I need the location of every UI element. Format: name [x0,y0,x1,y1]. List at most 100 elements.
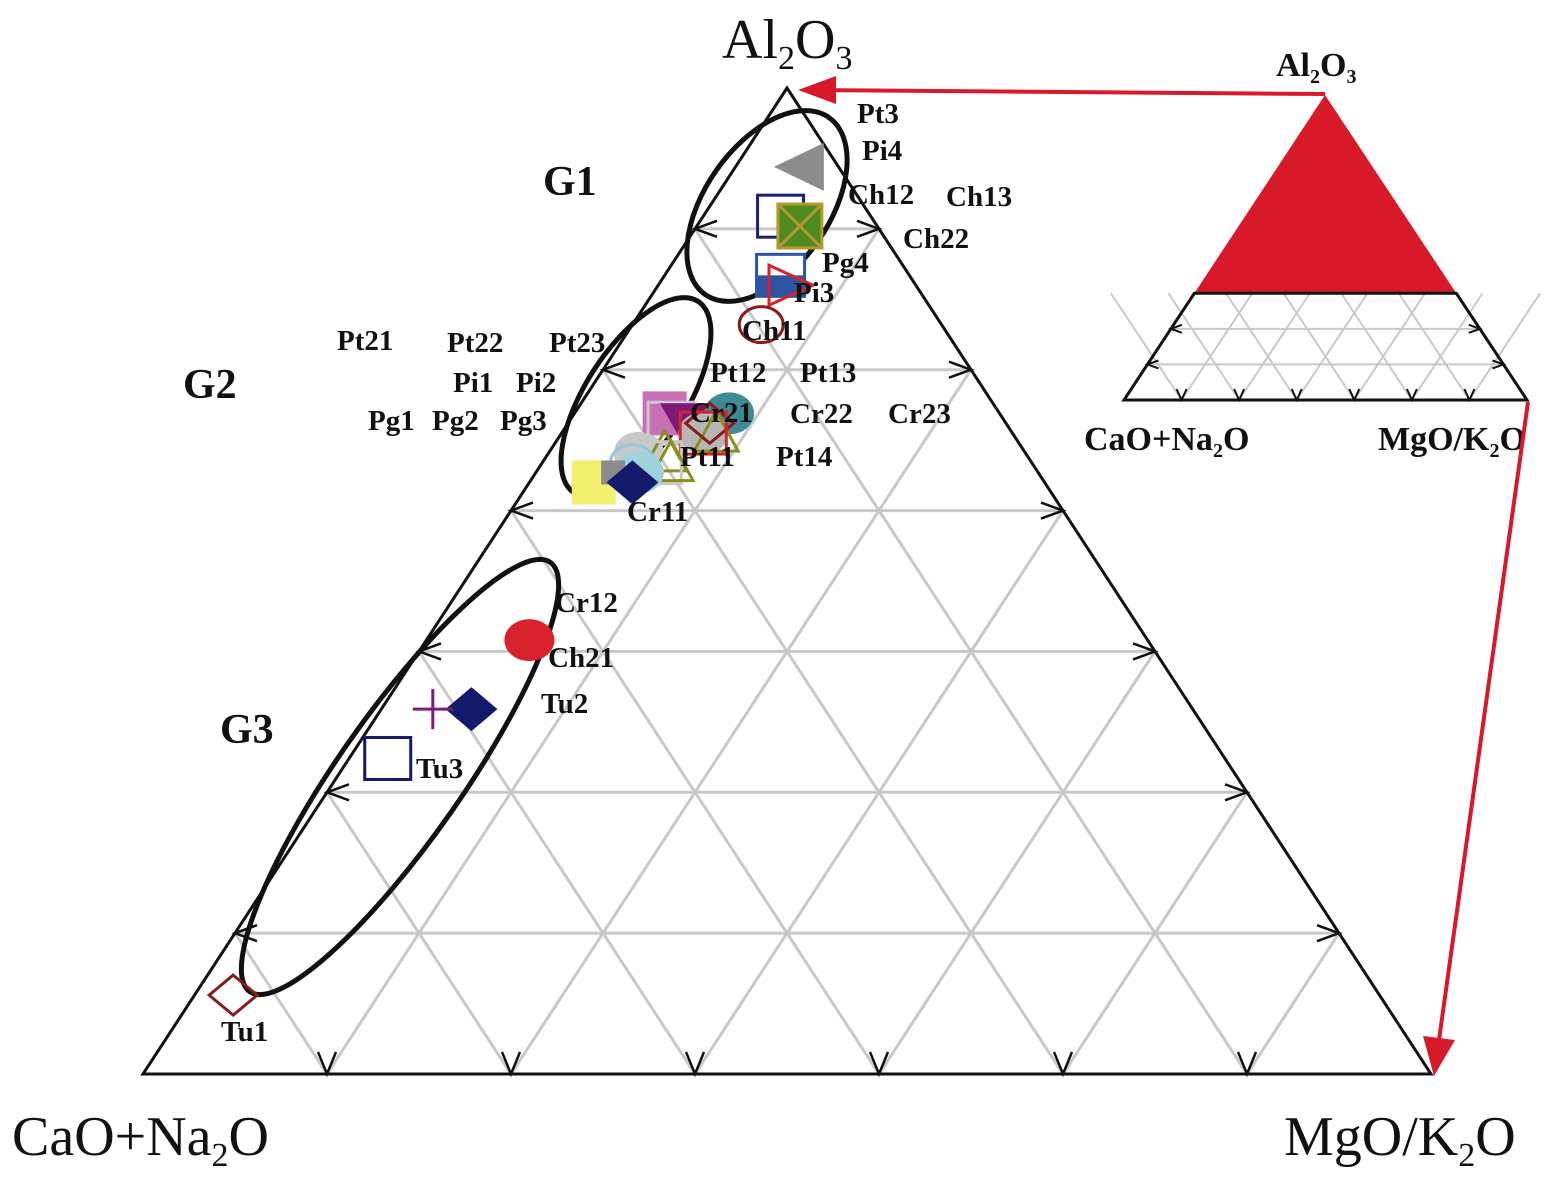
label-pi4: Pi4 [862,135,902,167]
marker-tu3 [363,735,413,781]
grid-line-l [1245,932,1341,1075]
label-pg2: Pg2 [432,405,479,437]
tick-bottom [868,1051,890,1078]
grid-line-l [877,650,1157,1075]
inset-grid-line [1282,292,1356,401]
label-pi1: Pi1 [453,367,493,399]
label-cr22: Cr22 [790,398,853,430]
inset-tick [1290,388,1303,403]
label-pt11: Pt11 [680,441,735,473]
inset-tick [1175,388,1188,403]
ternary-grid [233,227,1341,1075]
label-pi2: Pi2 [516,367,556,399]
label-tu3: Tu3 [416,753,463,785]
tick-right [856,219,883,239]
tick-bottom [1236,1051,1258,1078]
tick-right [1132,642,1159,661]
group-label-g3: G3 [220,707,274,753]
inset-label-top: Al2O3 [1276,47,1356,88]
group-label-g2: G2 [183,362,237,408]
inset-grid-line [1397,292,1471,401]
data-markers [206,142,824,1018]
label-pt12: Pt12 [710,357,766,389]
tick-left [507,501,534,520]
marker-pi3 [737,305,785,345]
marker-ch13 [776,202,824,250]
label-cr21: Cr21 [690,397,753,429]
grid-line-r [601,368,1065,1075]
inset-grid-line [1167,292,1240,401]
label-pt21: Pt21 [337,325,393,357]
inset-outline [1121,291,1530,402]
label-ch22: Ch22 [903,223,969,255]
inset-tick [1468,323,1483,334]
inset-tick [1463,388,1476,403]
marker-cr22 [646,437,696,483]
axis-label-right: MgO/K2O [1284,1106,1516,1174]
grid-line-l [509,368,973,1075]
inset-grid-line [1180,292,1254,401]
inset-tick [1233,388,1246,403]
label-pt23: Pt23 [549,327,605,359]
tick-left [599,360,626,379]
label-pt13: Pt13 [800,357,856,389]
inset-tick [1167,323,1183,334]
triangle-outline [140,85,1434,1076]
group-ellipse-g3 [238,556,562,998]
label-pg4: Pg4 [822,247,869,279]
label-ch21: Ch21 [548,642,614,674]
label-cr11: Cr11 [627,496,688,528]
label-pt3: Pt3 [857,98,899,130]
inset-label-right: MgO/K2O [1378,421,1526,462]
inset-grid-line [1468,292,1541,401]
inset-highlight-region [1194,95,1457,294]
inset-grid-line [1411,292,1484,401]
label-ch11: Ch11 [742,315,806,347]
marker-pt13 [678,410,728,456]
inset-tick [1405,388,1418,403]
label-cr23: Cr23 [888,398,951,430]
tick-right [1316,923,1343,943]
inset-label-left: CaO+Na2O [1084,421,1249,462]
marker-cr12 [504,619,555,662]
tick-right [1040,501,1067,520]
tick-bottom [316,1051,338,1078]
marker-pg4 [767,262,817,308]
label-pg3: Pg3 [500,405,547,437]
tick-right [948,360,975,379]
marker-ch21 [445,687,498,732]
marker-cr11 [606,460,659,505]
grid-line-r [233,932,329,1075]
label-pg1: Pg1 [368,405,415,437]
label-pt14: Pt14 [776,441,832,473]
inset-grid-line [1110,292,1183,401]
arrow-to-top [805,88,1326,96]
inset-grid-line [1340,292,1413,401]
ternary-outline [140,85,1434,1078]
tick-bottom [1052,1051,1074,1078]
group-label-g1: G1 [543,159,597,205]
label-cr12: Cr12 [555,587,618,619]
marker-tu1 [206,973,260,1018]
axis-label-left: CaO+Na2O [12,1106,269,1174]
grid-line-r [693,228,1249,1075]
label-pi3: Pi3 [794,277,834,309]
axis-label-top: Al2O3 [722,9,852,77]
tick-left [691,219,718,239]
inset-grid-line [1353,292,1426,401]
marker-pt3 [773,142,824,191]
inset-tick [1144,359,1159,370]
label-ch12: Ch12 [848,179,914,211]
label-tu2: Tu2 [541,688,588,720]
arrow-to-right [1437,401,1530,1041]
inset-grid-line [1225,292,1298,401]
label-ch13: Ch13 [946,181,1012,213]
inset-tick [1492,359,1507,370]
tick-right [1224,783,1251,802]
tick-bottom [684,1051,706,1078]
